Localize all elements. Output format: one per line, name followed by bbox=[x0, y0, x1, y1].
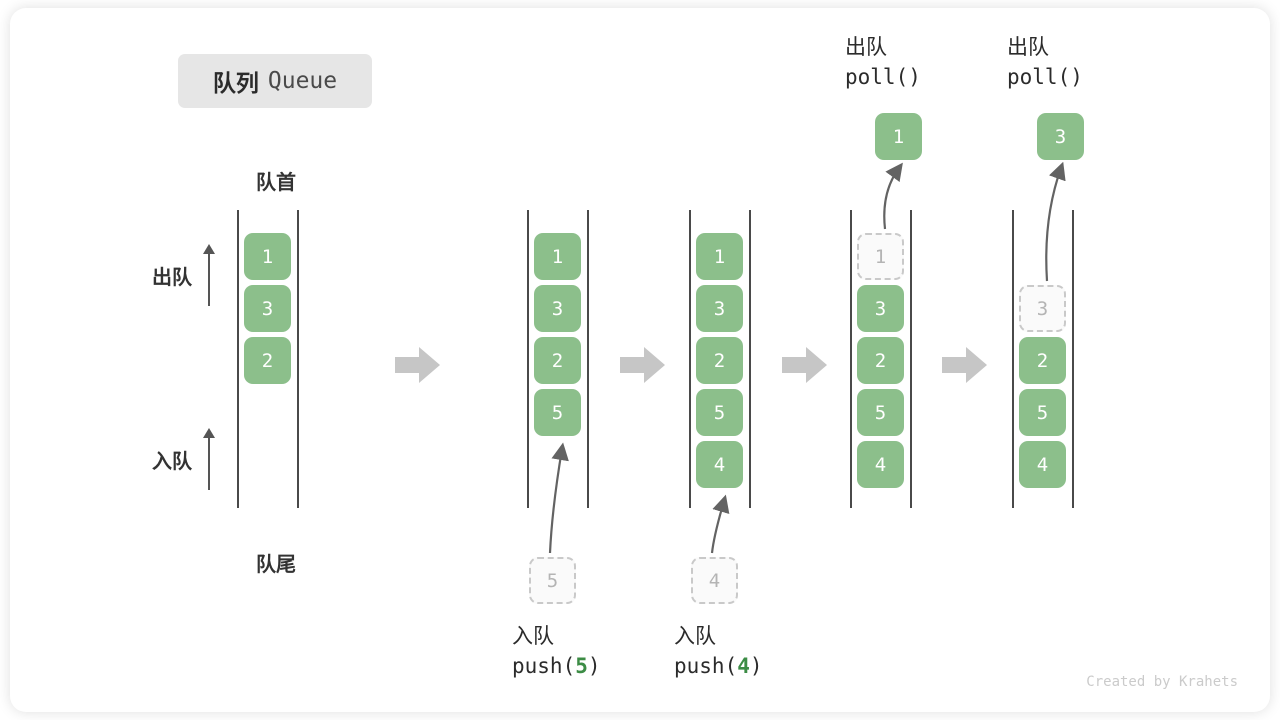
queue-rail-poll-1 bbox=[850, 210, 912, 508]
up-arrow-icon bbox=[202, 428, 216, 490]
push-caption-push-5: 入队 push(5) bbox=[512, 622, 682, 682]
queue-cell-push-4-5: 5 bbox=[696, 389, 743, 436]
queue-tail-label: 队尾 bbox=[256, 554, 296, 576]
diagram-canvas: 队列 Queue 队首 队尾 出队 入队 1 3 2 1 3 2 5 5 入队 push(5) 1 3… bbox=[10, 8, 1270, 712]
queue-rail-initial bbox=[237, 210, 299, 508]
up-arrow-icon bbox=[202, 244, 216, 306]
queue-cell-initial-1: 1 bbox=[244, 233, 291, 280]
enqueue-direction-label: 入队 bbox=[152, 428, 216, 490]
push-caption-cn: 入队 bbox=[512, 625, 554, 648]
queue-rail-push-4 bbox=[689, 210, 751, 508]
queue-cell-push-4-2: 2 bbox=[696, 337, 743, 384]
dequeue-direction-text: 出队 bbox=[152, 266, 192, 289]
poll-caption-cn: 出队 bbox=[845, 36, 887, 59]
push-caption-cn: 入队 bbox=[674, 625, 716, 648]
queue-cell-poll-1-1: 1 bbox=[857, 233, 904, 280]
title-cn: 队列 bbox=[212, 70, 259, 96]
queue-cell-poll-3-3: 3 bbox=[1019, 285, 1066, 332]
queue-cell-poll-3-2: 2 bbox=[1019, 337, 1066, 384]
queue-rail-push-5 bbox=[527, 210, 589, 508]
queue-head-label: 队首 bbox=[256, 172, 296, 194]
poll-caption-code: poll() bbox=[845, 64, 921, 89]
queue-cell-poll-1-4: 4 bbox=[857, 441, 904, 488]
poll-caption-poll-3: 出队 poll() bbox=[1007, 33, 1177, 93]
push-caption-code: push(4) bbox=[674, 653, 763, 678]
step-arrow-3 bbox=[782, 345, 828, 385]
queue-cell-push-5-1: 1 bbox=[534, 233, 581, 280]
step-arrow-1 bbox=[395, 345, 441, 385]
title-badge: 队列 Queue bbox=[178, 54, 372, 108]
enqueue-direction-text: 入队 bbox=[152, 450, 192, 473]
dequeue-direction-label: 出队 bbox=[152, 244, 216, 306]
queue-cell-push-4-3: 3 bbox=[696, 285, 743, 332]
queue-cell-poll-3-5: 5 bbox=[1019, 389, 1066, 436]
queue-cell-poll-1-5: 5 bbox=[857, 389, 904, 436]
incoming-cell-push-4: 4 bbox=[691, 557, 738, 604]
title-en: Queue bbox=[267, 68, 338, 94]
poll-caption-code: poll() bbox=[1007, 64, 1083, 89]
queue-cell-push-5-3: 3 bbox=[534, 285, 581, 332]
queue-cell-push-5-2: 2 bbox=[534, 337, 581, 384]
queue-rail-poll-3 bbox=[1012, 210, 1074, 508]
queue-cell-push-4-1: 1 bbox=[696, 233, 743, 280]
queue-cell-initial-2: 2 bbox=[244, 337, 291, 384]
popped-cell-poll-1: 1 bbox=[875, 113, 922, 160]
queue-cell-poll-3-4: 4 bbox=[1019, 441, 1066, 488]
step-arrow-2 bbox=[620, 345, 666, 385]
poll-caption-cn: 出队 bbox=[1007, 36, 1049, 59]
poll-caption-poll-1: 出队 poll() bbox=[845, 33, 1015, 93]
push-caption-arg: 5 bbox=[575, 653, 588, 678]
popped-cell-poll-3: 3 bbox=[1037, 113, 1084, 160]
queue-cell-poll-1-2: 2 bbox=[857, 337, 904, 384]
push-caption-push-4: 入队 push(4) bbox=[674, 622, 844, 682]
push-caption-arg: 4 bbox=[737, 653, 750, 678]
queue-cell-push-4-4: 4 bbox=[696, 441, 743, 488]
queue-cell-push-5-5: 5 bbox=[534, 389, 581, 436]
incoming-cell-push-5: 5 bbox=[529, 557, 576, 604]
step-arrow-4 bbox=[942, 345, 988, 385]
push-caption-code: push(5) bbox=[512, 653, 601, 678]
watermark: Created by Krahets bbox=[1086, 674, 1238, 690]
queue-cell-poll-1-3: 3 bbox=[857, 285, 904, 332]
queue-cell-initial-3: 3 bbox=[244, 285, 291, 332]
